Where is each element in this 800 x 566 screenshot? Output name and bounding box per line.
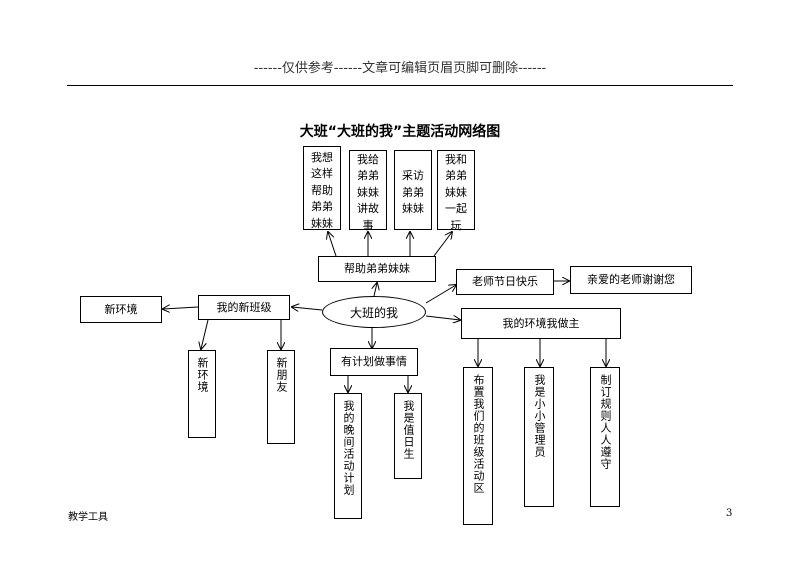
node-plan: 有计划做事情: [330, 348, 418, 376]
node-help-siblings: 帮助弟弟妹妹: [318, 256, 436, 282]
page-header: ------仅供参考------文章可编辑页眉页脚可删除------: [253, 61, 547, 76]
arrow-help-4: [433, 232, 452, 257]
node-env-2: 我是小小管理员: [524, 367, 554, 507]
arrow-help-1: [328, 232, 337, 257]
page-number: 3: [726, 508, 733, 519]
node-env: 我的环境我做主: [461, 308, 621, 339]
node-new-class: 我的新班级: [198, 295, 290, 320]
node-plan-2: 我是值日生: [394, 393, 422, 479]
arrow-class-env-v: [201, 319, 209, 349]
arrow-center-teacher: [425, 285, 456, 304]
node-help-1: 我想这样帮助弟弟妹妹: [303, 146, 341, 230]
node-class-friends: 新朋友: [267, 350, 295, 444]
arrow-center-env: [425, 316, 460, 320]
node-class-env: 新环境: [80, 296, 162, 323]
center-node: 大班的我: [322, 296, 426, 328]
node-help-3: 采访弟弟妹妹: [394, 150, 432, 230]
node-teacher-day: 老师节日快乐: [456, 269, 554, 295]
footer-label: 教学工具: [68, 512, 108, 523]
node-help-4: 我和弟弟妹妹一起玩: [437, 150, 475, 232]
diagram-title: 大班“大班的我”主题活动网络图: [299, 124, 501, 140]
header-rule: [67, 85, 733, 86]
arrow-class-env: [163, 307, 199, 309]
node-plan-1: 我的晚间活动计划: [334, 393, 362, 519]
node-help-2: 我给弟弟妹妹讲故事: [349, 150, 387, 232]
arrow-center-class: [292, 307, 323, 310]
arrow-center-help: [374, 283, 377, 297]
node-env-1: 布置我们的班级活动区: [463, 367, 493, 525]
node-teacher-thanks: 亲爱的老师谢谢您: [570, 266, 692, 294]
node-class-env-vertical: 新环境: [188, 350, 216, 438]
node-env-3: 制订规则人人遵守: [590, 367, 620, 507]
